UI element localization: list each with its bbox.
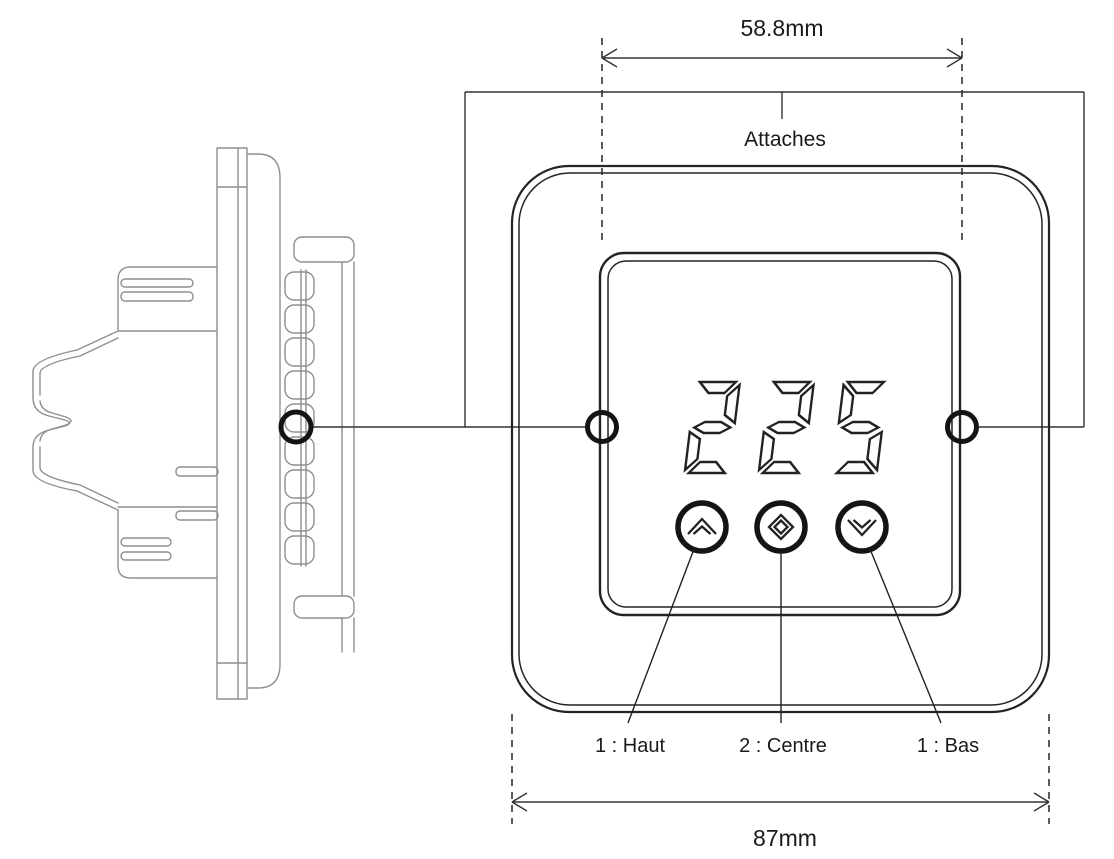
- down-button[interactable]: [835, 500, 889, 554]
- button-label-bas: 1 : Bas: [917, 735, 979, 757]
- centre-button[interactable]: [754, 500, 808, 554]
- side-attach-point-marker: [278, 409, 314, 445]
- seven-segment-display: [683, 380, 887, 475]
- button-label-haut: 1 : Haut: [595, 735, 665, 757]
- attaches-bracket: [311, 91, 1085, 428]
- screen-bezel: [598, 251, 962, 617]
- dimension-top-label: 58.8mm: [740, 15, 823, 41]
- mounting-frame: [293, 236, 355, 653]
- side-view-drawing: [32, 147, 355, 700]
- arrowhead-left-icon: [511, 792, 528, 812]
- chevron-down-icon: [847, 519, 877, 537]
- rear-housing: [32, 266, 219, 579]
- attaches-label: Attaches: [744, 128, 826, 151]
- diamond-icon: [767, 513, 795, 541]
- dimension-bottom-label: 87mm: [753, 825, 817, 851]
- dimension-bottom: 87mm: [511, 714, 1050, 851]
- attach-point-left: [585, 410, 619, 444]
- digit: [757, 380, 816, 475]
- up-button[interactable]: [675, 500, 729, 554]
- arrowhead-right-icon: [946, 48, 963, 68]
- button-label-centre: 2 : Centre: [739, 735, 827, 757]
- button-leader-lines: [627, 548, 942, 724]
- arrowhead-right-icon: [1033, 792, 1050, 812]
- button-ring: [754, 500, 808, 554]
- arrowhead-left-icon: [601, 48, 618, 68]
- digit: [833, 380, 887, 475]
- digit: [683, 380, 742, 475]
- chevron-up-icon: [687, 517, 717, 535]
- dimension-top: 58.8mm: [601, 15, 963, 240]
- attach-point-right: [945, 410, 979, 444]
